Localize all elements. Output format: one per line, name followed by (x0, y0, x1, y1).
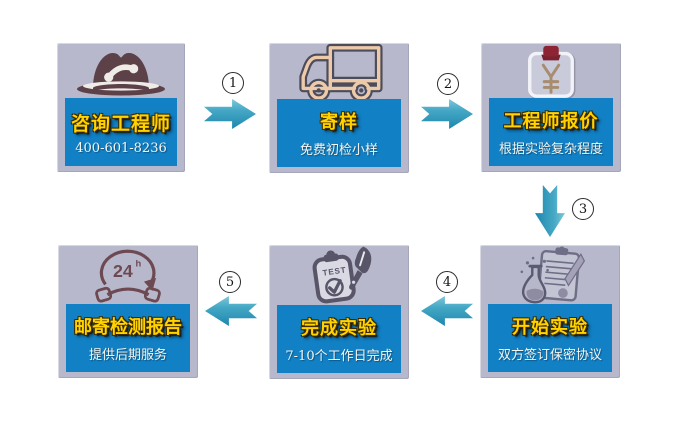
step-number-badge-5: 5 (219, 271, 241, 293)
flow-arrow-down-3 (535, 185, 565, 237)
step-complete-experiment: TEST 完成实验 7-10个工作日完成 (269, 245, 409, 379)
step-subtitle: 免费初检小样 (299, 143, 378, 158)
flow-arrow-right-2 (421, 99, 473, 129)
step-subtitle: 7-10个工作日完成 (285, 349, 393, 364)
step-label-panel: 开始实验 双方签订保密协议 (488, 304, 612, 372)
truck-icon (299, 43, 383, 101)
step-subtitle: 根据实验复杂程度 (498, 142, 603, 157)
flow-arrow-right-1 (204, 99, 256, 129)
step-icon-area (57, 43, 185, 98)
step-number-badge-1: 1 (222, 72, 244, 94)
step-title: 开始实验 (512, 317, 588, 337)
hours-unit-label: h (136, 258, 142, 268)
step-label-panel: 邮寄检测报告 提供后期服务 (66, 304, 190, 372)
step-subtitle: 双方签订保密协议 (497, 348, 602, 363)
step-number-badge-3: 3 (572, 198, 594, 220)
step-label-panel: 咨询工程师 400-601-8236 (65, 98, 177, 166)
flow-arrow-left-4 (421, 296, 473, 326)
test-clipboard-pen-icon: TEST (312, 246, 372, 304)
service-phone-number: 400-601-8236 (75, 140, 167, 156)
hours-label: 24 (113, 260, 133, 280)
step-engineer-quote: 工程师报价 根据实验复杂程度 (481, 43, 621, 172)
test-label: TEST (322, 265, 347, 277)
step-label-panel: 工程师报价 根据实验复杂程度 (489, 98, 613, 166)
step-title: 寄样 (320, 112, 358, 132)
step-title: 完成实验 (301, 318, 377, 338)
step-icon-area (269, 43, 409, 101)
step-mail-report: 24 h 邮寄检测报告 提供后期服务 (58, 245, 198, 378)
phone-24h-icon: 24 h (95, 249, 161, 303)
quote-clipboard-icon (528, 45, 576, 99)
step-title: 邮寄检测报告 (74, 317, 182, 337)
step-icon-area: 24 h (58, 245, 198, 304)
hat-phone-icon (77, 52, 165, 95)
step-send-sample: 寄样 免费初检小样 (269, 43, 409, 173)
step-icon-area: TEST (269, 245, 409, 305)
step-icon-area (481, 43, 621, 99)
flask-clipboard-icon (520, 246, 586, 303)
step-number-badge-2: 2 (437, 73, 459, 95)
step-number-badge-4: 4 (436, 271, 458, 293)
step-title: 工程师报价 (503, 111, 599, 131)
step-start-experiment: 开始实验 双方签订保密协议 (480, 245, 620, 378)
step-subtitle: 提供后期服务 (88, 348, 167, 363)
step-consult-engineer: 咨询工程师 400-601-8236 (57, 43, 185, 172)
step-icon-area (480, 245, 620, 304)
step-label-panel: 完成实验 7-10个工作日完成 (277, 305, 401, 373)
step-label-panel: 寄样 免费初检小样 (277, 99, 401, 167)
step-title: 咨询工程师 (70, 113, 171, 135)
flow-arrow-left-5 (205, 296, 257, 326)
